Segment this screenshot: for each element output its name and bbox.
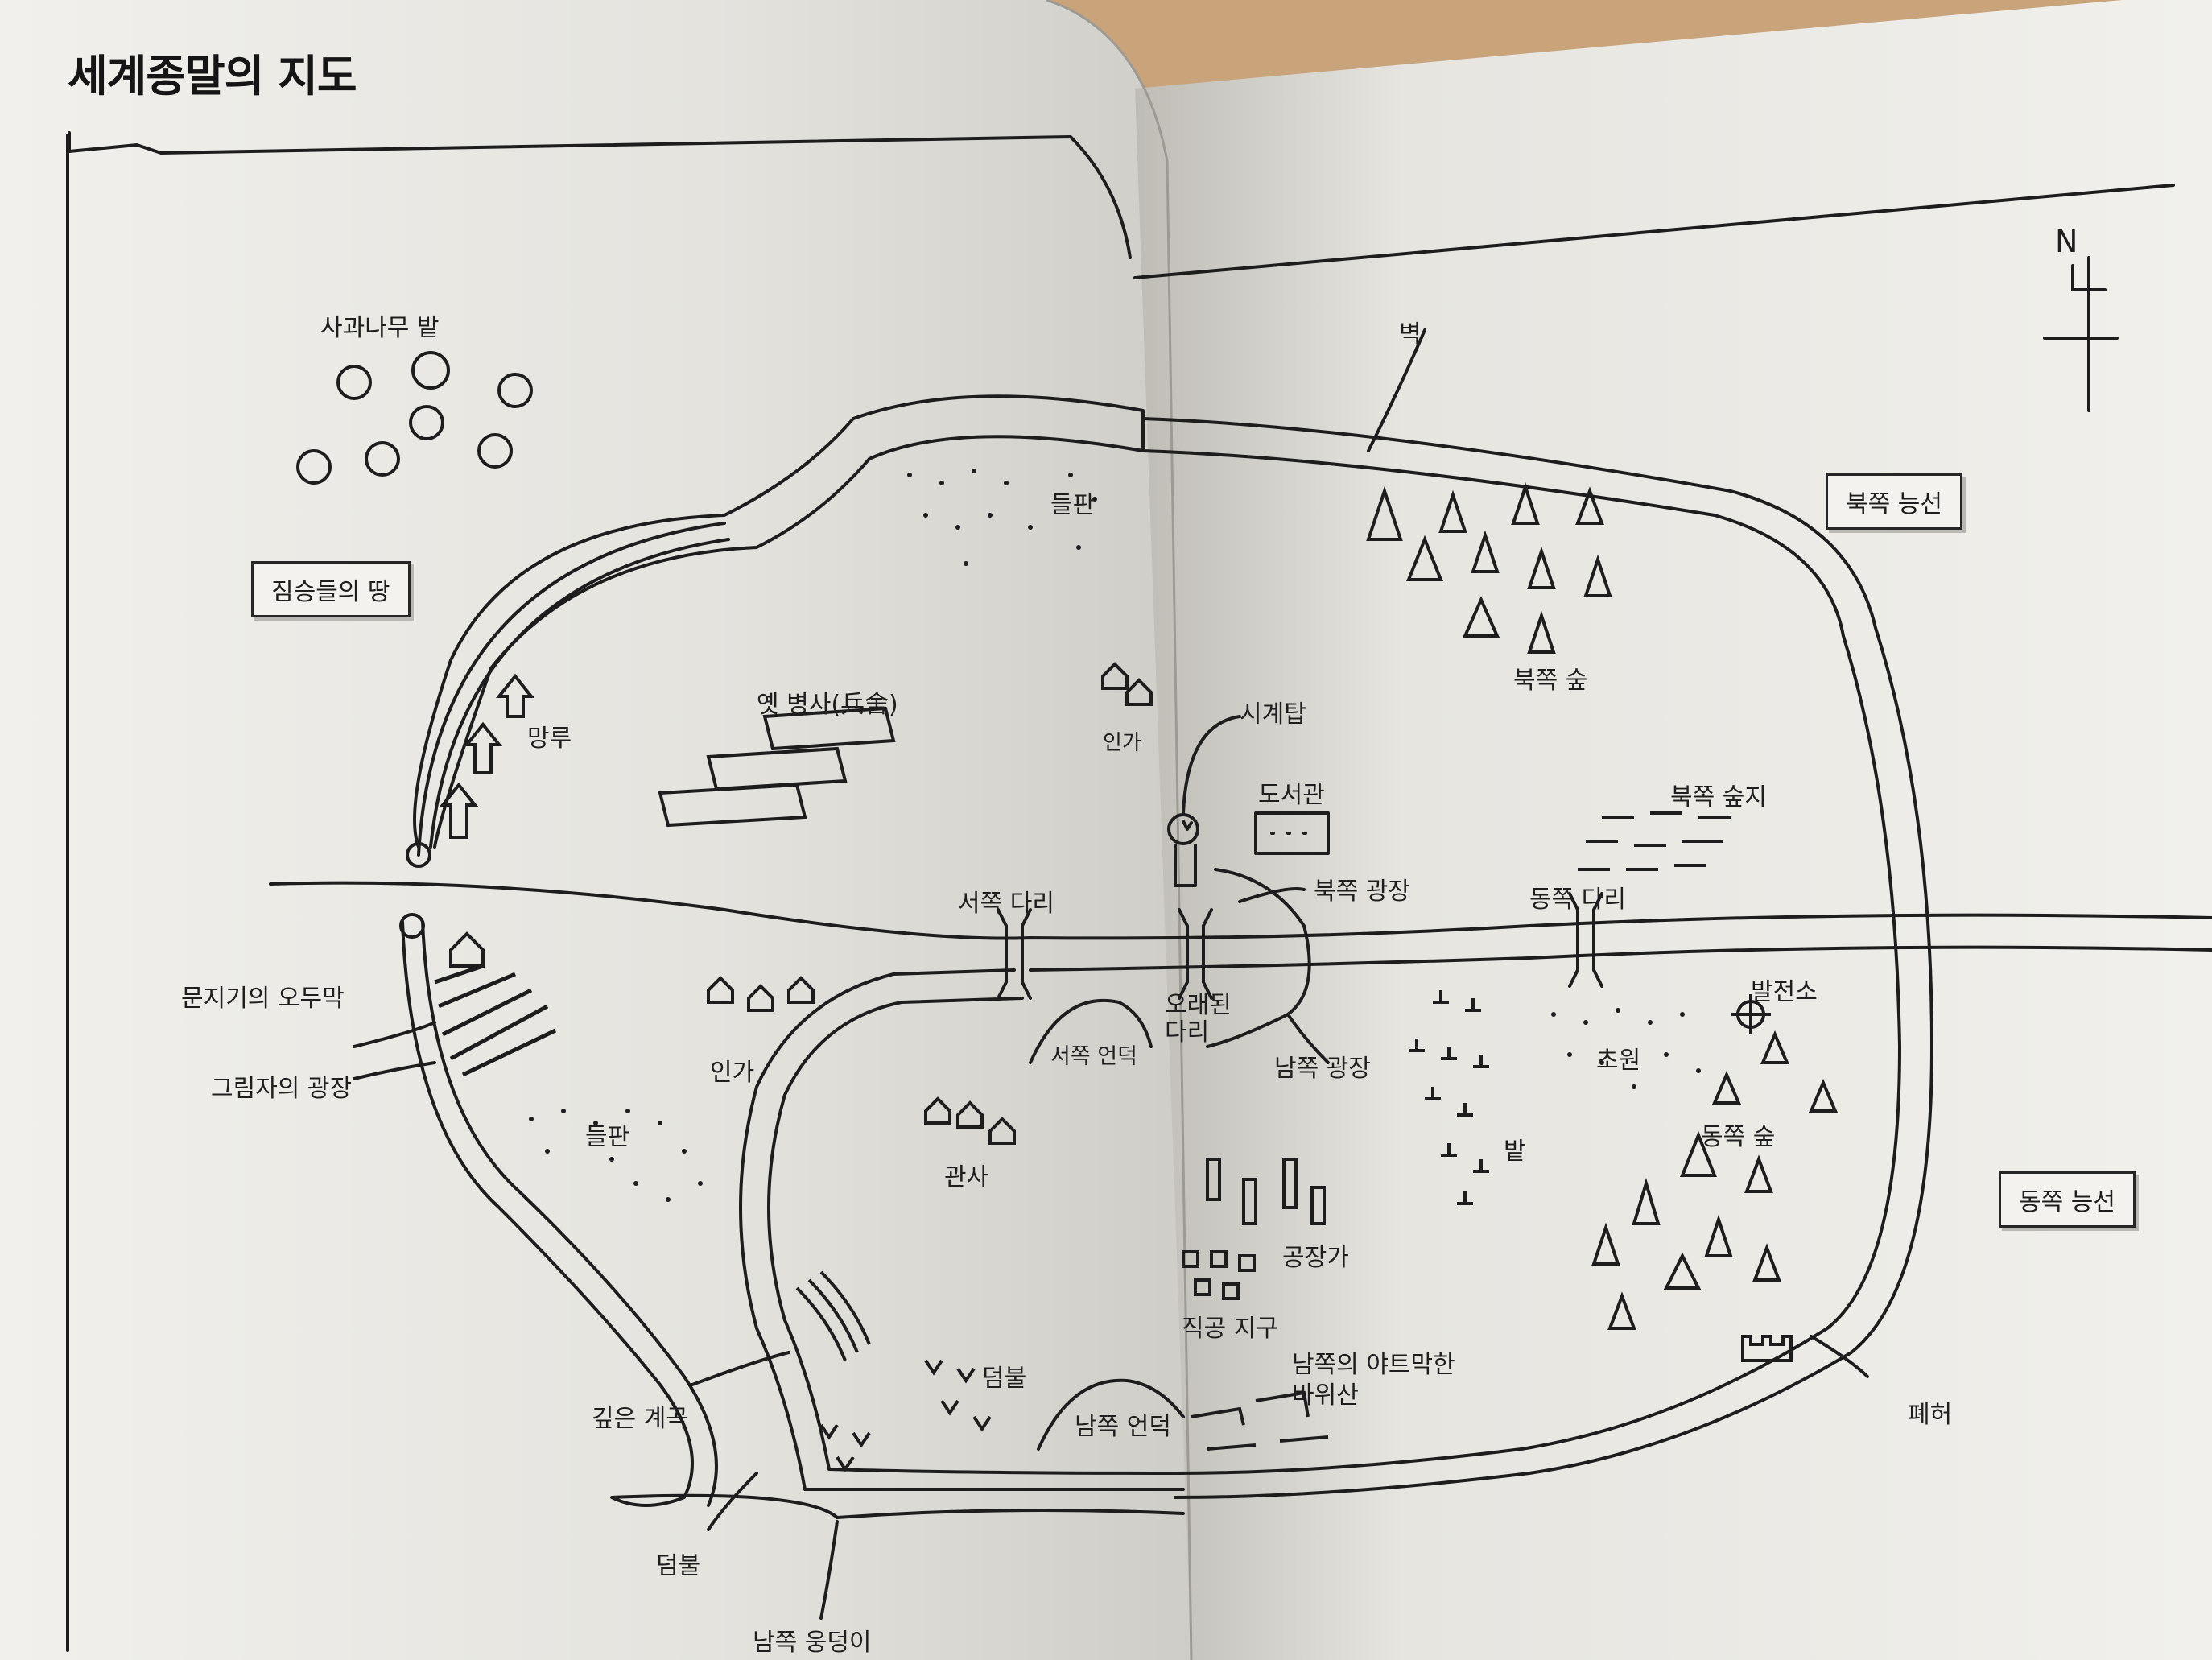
ruins-label: 폐허	[1908, 1401, 1953, 1429]
field-north-label: 들판	[1050, 491, 1096, 519]
north-ridge-label: 북쪽 능선	[1826, 473, 1962, 530]
old-barracks-label: 옛 병사(兵舍)	[757, 691, 898, 719]
map-border	[68, 131, 1132, 259]
farm-marks	[1409, 990, 1489, 1205]
worker-district-icons	[1182, 1250, 1256, 1300]
clock-tower-label: 시계탑	[1240, 700, 1306, 729]
east-forest-label: 동쪽 숲	[1701, 1123, 1776, 1151]
river	[269, 881, 2212, 940]
east-ridge-label: 동쪽 능선	[1999, 1171, 2136, 1228]
north-marsh-label: 북쪽 숲지	[1670, 783, 1767, 811]
left-page	[0, 0, 1191, 1660]
rocky-hill-icon	[1191, 1390, 1329, 1451]
west-bridge-label: 서쪽 다리	[958, 890, 1054, 918]
thicket-icons	[819, 1359, 992, 1472]
shadow-square-hatch	[434, 964, 557, 1077]
north-square-label: 북쪽 광장	[1314, 877, 1410, 906]
shadow-square-label: 그림자의 광장	[211, 1075, 353, 1103]
south-rocky-hill-label: 남쪽의 야트막한 바위산	[1292, 1351, 1455, 1410]
clock-tower-icon	[1167, 813, 1199, 845]
farm-label: 밭	[1504, 1138, 1526, 1166]
library-icon	[1254, 811, 1330, 855]
field-south-label: 들판	[585, 1123, 630, 1151]
compass-arrow-icon	[2043, 256, 2119, 412]
west-bridge-icon	[997, 908, 1032, 1000]
marsh-lines	[1578, 811, 1731, 871]
gatekeeper-hut-label: 문지기의 오두막	[181, 985, 345, 1013]
north-forest-label: 북쪽 숲	[1513, 667, 1588, 695]
right-page	[1135, 0, 2212, 1660]
south-hill-label: 남쪽 언덕	[1075, 1413, 1171, 1441]
wall-label: 벽	[1399, 320, 1422, 349]
east-bridge-label: 동쪽 다리	[1529, 886, 1626, 914]
west-hill-label: 서쪽 언덕	[1050, 1044, 1137, 1069]
apple-orchard-label: 사과나무 밭	[320, 314, 440, 342]
west-hill-icon	[1029, 998, 1153, 1064]
barracks-icon	[658, 706, 896, 828]
ravine-hatch	[795, 1270, 871, 1361]
ruins-icon	[1741, 1335, 1793, 1362]
compass-north-label: N	[2055, 224, 2078, 259]
factory-street-label: 공장가	[1282, 1244, 1349, 1272]
factory-icons	[1206, 1158, 1326, 1225]
south-pool-label: 남쪽 웅덩이	[753, 1629, 872, 1657]
south-square-label: 남쪽 광장	[1274, 1055, 1371, 1083]
thicket-label-2: 덤불	[656, 1552, 701, 1580]
thicket-label-1: 덤불	[982, 1365, 1027, 1393]
watchtowers-label: 망루	[527, 725, 572, 753]
old-bridge-icon	[1178, 908, 1213, 1000]
power-plant-icon	[1731, 994, 1771, 1034]
deep-ravine-label: 깊은 계곡	[592, 1405, 688, 1433]
wall	[413, 394, 1145, 849]
watchtower-icons	[439, 673, 535, 839]
house-icons	[449, 662, 1153, 1145]
forest-tree-icons	[1366, 481, 1839, 1330]
houses-west-label: 인가	[710, 1059, 755, 1087]
apple-tree-icons	[296, 351, 533, 485]
houses-north-label: 인가	[1103, 731, 1141, 755]
page-title: 세계종말의 지도	[68, 51, 357, 101]
field-dots	[529, 469, 1701, 1202]
east-bridge-icon	[1568, 892, 1603, 988]
grassland-label: 초원	[1596, 1047, 1641, 1075]
officials-label: 관사	[944, 1163, 989, 1191]
library-label: 도서관	[1258, 781, 1325, 809]
south-hill-icon	[1037, 1378, 1185, 1451]
power-plant-label: 발전소	[1751, 978, 1818, 1006]
old-bridge-label: 오래된 다리	[1165, 991, 1232, 1047]
beasts-land-label: 짐승들의 땅	[251, 561, 411, 617]
workers-district-label: 직공 지구	[1182, 1315, 1278, 1343]
